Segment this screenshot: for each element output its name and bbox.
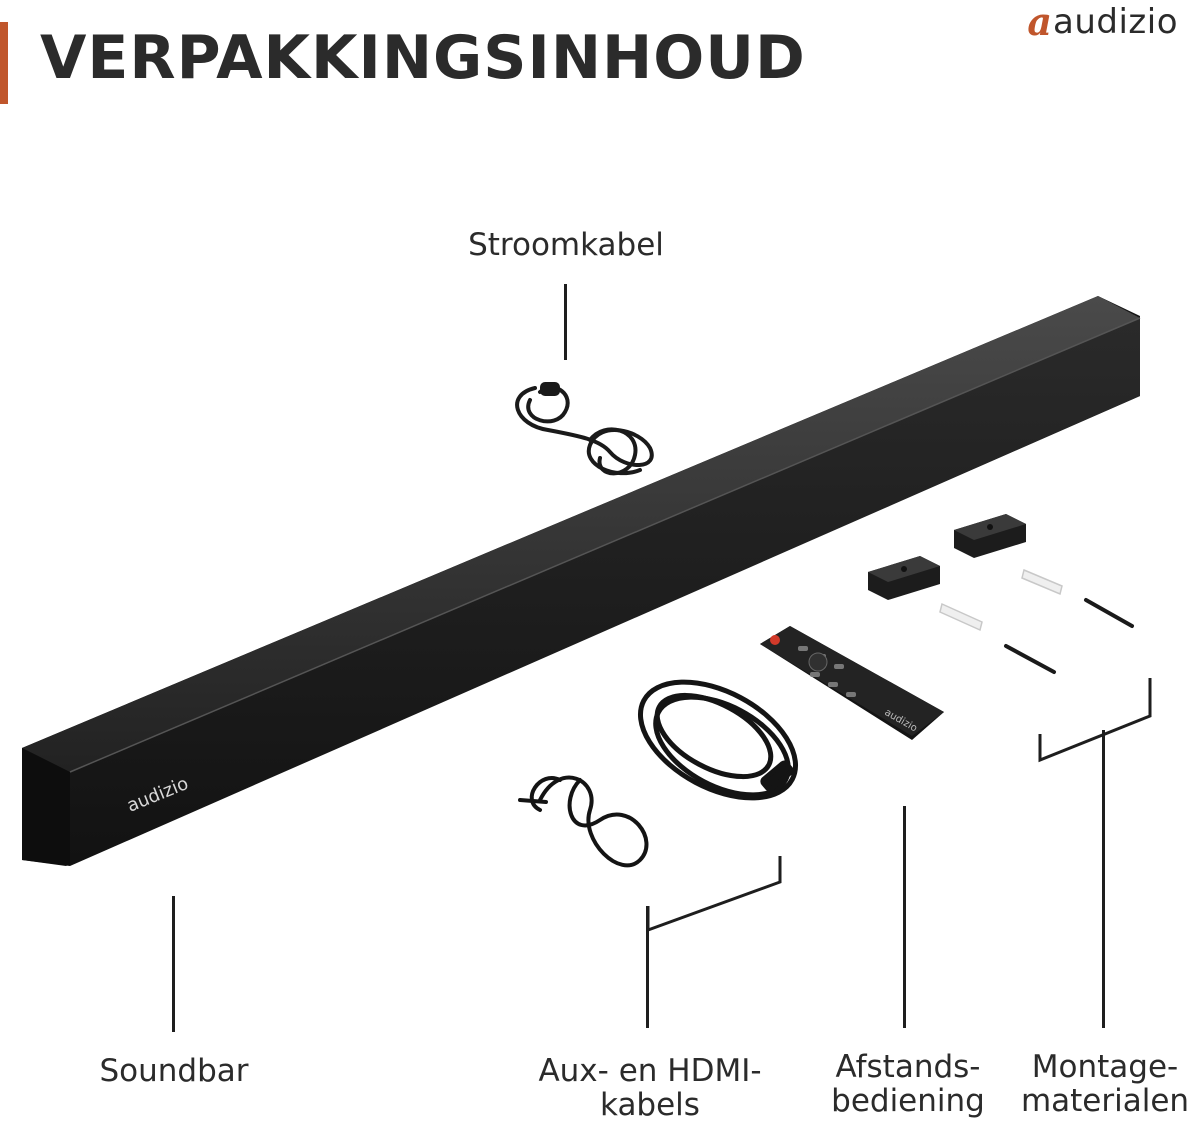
hdmi-cable-image: [637, 679, 799, 801]
cables-label-line1: Aux- en HDMI-: [538, 1053, 762, 1089]
remote-leader-line: [903, 806, 906, 1028]
mounting-leader-line: [1102, 730, 1105, 1028]
title-accent-bar: [0, 22, 8, 104]
brand-name: audizio: [1052, 2, 1178, 42]
power-cable-leader-line: [564, 284, 567, 360]
power-cable-label: Stroomkabel: [468, 227, 664, 263]
remote-control-image: [760, 626, 944, 740]
power-cable-image: [515, 382, 654, 476]
remote-label-line2: bediening: [831, 1083, 985, 1119]
cables-leader-line: [646, 906, 649, 1028]
brand-mark-icon: a: [1027, 0, 1052, 44]
cables-label: Aux- en HDMI- kabels: [510, 1054, 790, 1122]
soundbar-image: [22, 296, 1141, 866]
cables-label-line2: kabels: [600, 1087, 700, 1123]
wall-plug-image: [939, 568, 1063, 632]
soundbar-leader-line: [172, 896, 175, 1032]
remote-label-line1: Afstands-: [835, 1049, 981, 1085]
remote-label: Afstands- bediening: [808, 1050, 1008, 1118]
soundbar-label: Soundbar: [99, 1053, 249, 1089]
mounting-label-line2: materialen: [1020, 1083, 1190, 1119]
brand-logo: a audizio: [1027, 0, 1178, 44]
screw-image: [1004, 598, 1134, 674]
aux-cable-image: [518, 775, 649, 868]
mounting-label: Montage- materialen: [1012, 1050, 1198, 1118]
page-title: VERPAKKINGSINHOUD: [40, 23, 806, 93]
mounting-label-line1: Montage-: [1031, 1049, 1179, 1085]
wall-bracket-image: [868, 514, 1026, 600]
